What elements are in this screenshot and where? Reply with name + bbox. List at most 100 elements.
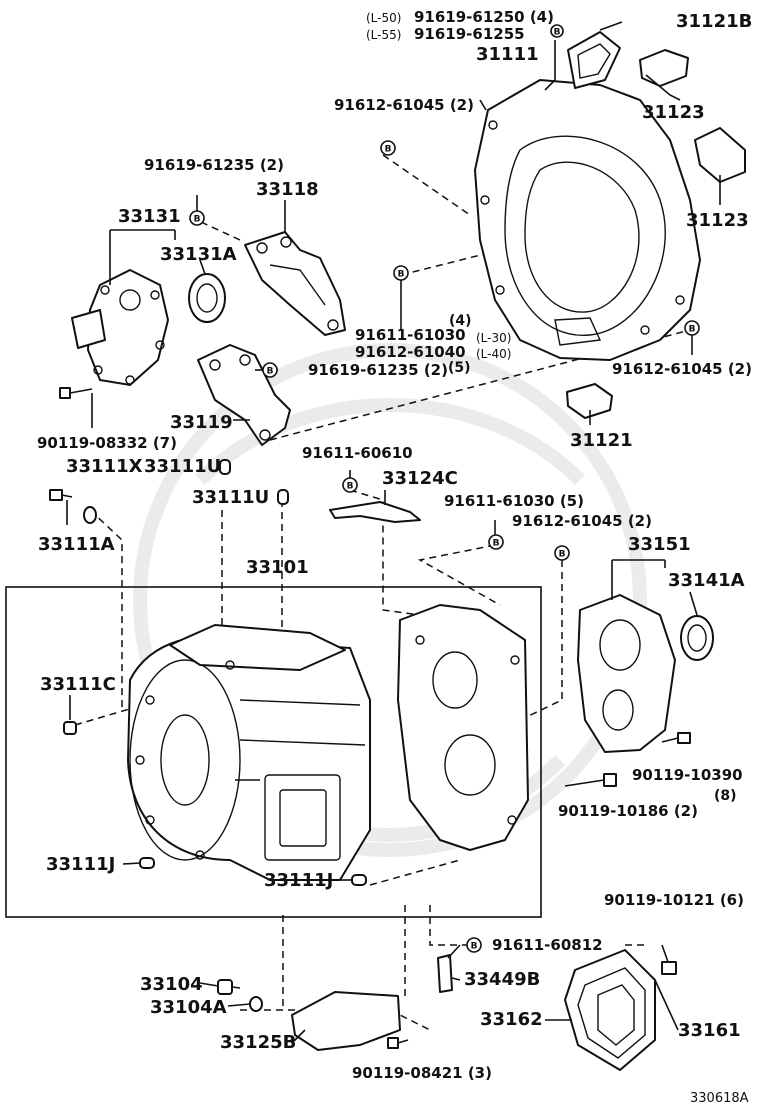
b-symbol-6: B [684, 320, 700, 336]
b-symbols: B B B B B B B B B B [189, 24, 700, 953]
b-symbol-4: B [393, 265, 409, 281]
label-qual-l50: (L-50) [366, 11, 401, 25]
bracket-33119[interactable] [197, 344, 291, 446]
label-33118[interactable]: 33118 [256, 179, 319, 200]
plug-33104-icon[interactable] [217, 979, 241, 995]
label-33104[interactable]: 33104 [140, 974, 203, 995]
plug-33111c-icon[interactable] [63, 721, 77, 735]
label-33161[interactable]: 33161 [678, 1020, 741, 1041]
b-symbol-9: B [554, 545, 570, 561]
bolt-90119-10186-icon[interactable] [564, 773, 617, 787]
plate-33125b[interactable] [291, 991, 401, 1051]
svg-text:B: B [554, 28, 561, 38]
pin-33111u-a-icon[interactable] [219, 459, 231, 475]
label-31123-side[interactable]: 31123 [686, 210, 749, 231]
cover-31123-top[interactable] [639, 49, 689, 87]
label-33125b[interactable]: 33125B [220, 1032, 296, 1053]
label-qual-l30: (L-30) [476, 331, 511, 345]
pin-33111u-b-icon[interactable] [277, 489, 289, 505]
gasket-33104a-icon[interactable] [249, 996, 263, 1012]
gasket-33111x-icon[interactable] [83, 506, 97, 524]
cover-31123-side[interactable] [694, 127, 746, 183]
label-qual-l40: (L-40) [476, 347, 511, 361]
b-symbol-10: B [466, 937, 482, 953]
intermediate-plate[interactable] [397, 604, 529, 851]
pin-33111j-right-icon[interactable] [351, 874, 367, 886]
b-symbol-5: B [262, 362, 278, 378]
bell-housing-31111[interactable] [474, 79, 701, 361]
label-qty-8: (8) [714, 788, 737, 804]
bolt-90119-10390-icon[interactable] [661, 732, 691, 744]
label-33101[interactable]: 33101 [246, 557, 309, 578]
oil-seal-33131a[interactable] [188, 273, 226, 323]
label-90119-08332[interactable]: 90119-08332 (7) [37, 434, 177, 452]
label-91611-60812[interactable]: 91611-60812 [492, 936, 603, 954]
svg-text:B: B [347, 482, 354, 492]
svg-text:B: B [689, 325, 696, 335]
label-33119[interactable]: 33119 [170, 412, 233, 433]
assembly-dash-lines [74, 154, 691, 1031]
bolt-90119-10121-icon[interactable] [661, 944, 677, 975]
label-33162[interactable]: 33162 [480, 1009, 543, 1030]
label-33449b[interactable]: 33449B [464, 969, 540, 990]
transmission-case-33101[interactable] [127, 624, 371, 881]
label-33111u-a[interactable]: 33111U [144, 456, 221, 477]
b-symbol-3: B [189, 210, 205, 226]
label-91611-60610[interactable]: 91611-60610 [302, 444, 413, 462]
label-33131a[interactable]: 33131A [160, 244, 237, 265]
label-91612-61045-top[interactable]: 91612-61045 (2) [334, 96, 474, 114]
cover-31121b[interactable] [567, 31, 621, 89]
label-91619-61235-upper[interactable]: 91619-61235 (2) [144, 156, 284, 174]
label-33111c[interactable]: 33111C [40, 674, 116, 695]
plate-33124c[interactable] [329, 501, 421, 523]
svg-text:B: B [559, 550, 566, 560]
label-33111j-left[interactable]: 33111J [46, 854, 115, 875]
retainer-33131[interactable] [71, 269, 169, 386]
plate-33449b[interactable] [437, 954, 453, 993]
label-31121[interactable]: 31121 [570, 430, 633, 451]
svg-text:B: B [194, 215, 201, 225]
label-90119-10121[interactable]: 90119-10121 (6) [604, 891, 744, 909]
oil-seal-33141a[interactable] [680, 615, 714, 661]
retainer-33151[interactable] [577, 594, 676, 753]
bolt-90119-08421-icon[interactable] [387, 1037, 409, 1049]
bolt-33111a-icon[interactable] [49, 489, 73, 501]
label-91619-61235-lower[interactable]: 91619-61235 (2) [308, 361, 448, 379]
label-33124c[interactable]: 33124C [382, 468, 458, 489]
label-33131[interactable]: 33131 [118, 206, 181, 227]
label-qty-5: (5) [448, 360, 471, 376]
cover-33161[interactable] [577, 967, 646, 1059]
label-31123-top[interactable]: 31123 [642, 102, 705, 123]
case-group-frame [5, 586, 542, 918]
label-33111a[interactable]: 33111A [38, 534, 115, 555]
label-31111[interactable]: 31111 [476, 44, 539, 65]
svg-text:B: B [493, 539, 500, 549]
label-33111u-b[interactable]: 33111U [192, 487, 269, 508]
label-33141a[interactable]: 33141A [668, 570, 745, 591]
b-symbol-8: B [488, 534, 504, 550]
label-91612-61040[interactable]: 91612-61040 [355, 343, 466, 361]
label-91612-61045-mid[interactable]: 91612-61045 (2) [512, 512, 652, 530]
label-90119-10390[interactable]: 90119-10390 [632, 766, 743, 784]
label-91612-61045-right[interactable]: 91612-61045 (2) [612, 360, 752, 378]
label-90119-08421[interactable]: 90119-08421 (3) [352, 1064, 492, 1082]
svg-text:B: B [471, 942, 478, 952]
pin-33111j-left-icon[interactable] [139, 857, 155, 869]
cover-31121[interactable] [566, 383, 613, 419]
label-33111j-right[interactable]: 33111J [264, 870, 333, 891]
label-91611-61030-a[interactable]: 91611-61030 [355, 326, 466, 344]
b-symbol-1: B [550, 24, 564, 38]
bolt-90119-08332-icon[interactable] [59, 387, 93, 399]
bracket-33118[interactable] [244, 231, 346, 336]
label-91611-61030-5[interactable]: 91611-61030 (5) [444, 492, 584, 510]
label-90119-10186[interactable]: 90119-10186 (2) [558, 802, 698, 820]
label-31121b[interactable]: 31121B [676, 11, 752, 32]
label-91619-61250[interactable]: 91619-61250 (4) [414, 8, 554, 26]
svg-text:B: B [398, 270, 405, 280]
gasket-33162[interactable] [564, 949, 656, 1071]
label-33111x[interactable]: 33111X [66, 456, 143, 477]
label-33104a[interactable]: 33104A [150, 997, 227, 1018]
label-91619-61255[interactable]: 91619-61255 [414, 25, 525, 43]
leader-lines [66, 21, 721, 1043]
label-33151[interactable]: 33151 [628, 534, 691, 555]
